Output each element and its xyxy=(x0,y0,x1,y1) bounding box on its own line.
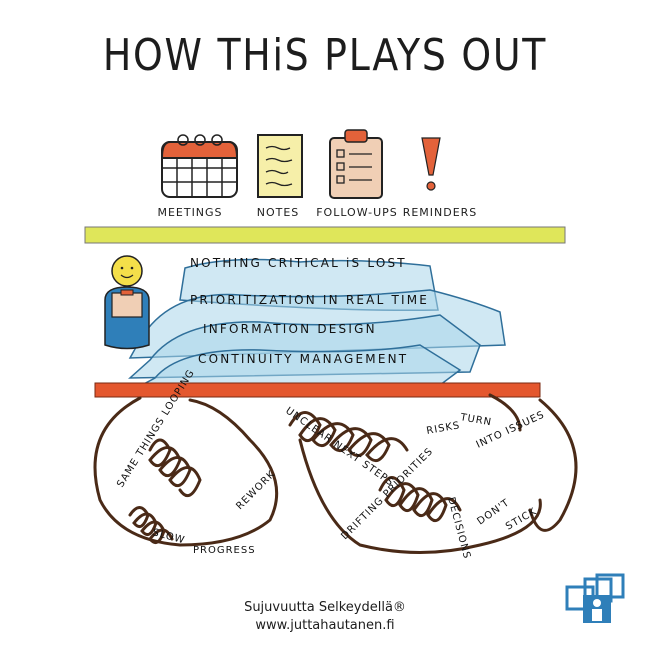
tangle-label-risks: RISKS xyxy=(426,420,462,437)
wave-layers xyxy=(128,258,506,387)
footer-brand: Sujuvuutta Selkeydellä® xyxy=(244,600,406,615)
calendar-icon xyxy=(160,134,239,198)
yellow-bar xyxy=(84,226,566,244)
footer-url[interactable]: www.juttahautanen.fi xyxy=(255,618,395,633)
tangle-label-rework: REWORK xyxy=(234,469,278,513)
tool-label-notes: NOTES xyxy=(256,206,300,219)
wave-label-information-design: INFORMATION DESIGN xyxy=(203,322,377,336)
wave-label-prioritization: PRIORITIZATION IN REAL TIME xyxy=(190,293,430,307)
tool-label-meetings: MEETINGS xyxy=(157,206,223,219)
clipboard-checklist-icon xyxy=(329,129,383,199)
tangle-label-progress: PROGRESS xyxy=(193,545,256,556)
tangle-label-turn: TURN xyxy=(458,412,492,429)
tangle-label-unclear: UNCLEAR NEXT STEPS xyxy=(283,405,395,488)
page-title: HOW THiS PLAYS OUT xyxy=(102,30,548,81)
wave-label-continuity: CONTINUITY MANAGEMENT xyxy=(198,352,409,366)
wave-label-nothing-lost: NOTHING CRITICAL iS LOST xyxy=(190,256,407,270)
tool-label-follow-ups: FOLLOW-UPS xyxy=(316,206,398,219)
exclamation-icon xyxy=(421,137,441,191)
tool-label-reminders: REMINDERS xyxy=(402,206,478,219)
tangle-lines xyxy=(93,393,578,554)
person-figure xyxy=(104,255,150,350)
brand-logo-icon xyxy=(565,573,625,623)
orange-bar xyxy=(94,382,541,398)
notes-icon xyxy=(257,134,303,198)
